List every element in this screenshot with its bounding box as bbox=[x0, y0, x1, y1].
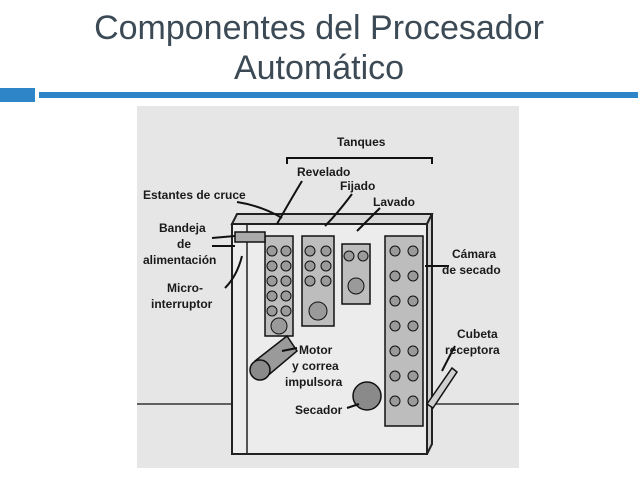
label-motor-2: y correa bbox=[292, 359, 339, 373]
accent-block bbox=[0, 88, 35, 102]
label-camara-2: de secado bbox=[442, 263, 501, 277]
dryer bbox=[352, 381, 382, 411]
label-camara-1: Cámara bbox=[452, 247, 496, 261]
accent-gap bbox=[35, 88, 39, 102]
label-estantes: Estantes de cruce bbox=[143, 188, 246, 202]
label-bandeja-3: alimentación bbox=[143, 253, 216, 267]
processor-illustration: Tanques Revelado Fijado Lavado Estantes … bbox=[137, 135, 519, 455]
label-fijado: Fijado bbox=[340, 179, 375, 193]
label-bandeja-2: de bbox=[177, 237, 191, 251]
rollers bbox=[266, 245, 419, 407]
label-cubeta-2: receptora bbox=[445, 343, 500, 357]
title-line-1: Componentes del Procesador bbox=[94, 9, 544, 47]
label-micro-2: interruptor bbox=[151, 297, 213, 311]
slide-title: Componentes del Procesador Automático bbox=[0, 8, 638, 88]
label-bandeja-1: Bandeja bbox=[159, 221, 206, 235]
label-lavado: Lavado bbox=[373, 195, 415, 209]
title-line-2: Automático bbox=[233, 49, 405, 87]
label-motor-1: Motor bbox=[299, 343, 333, 357]
label-micro-1: Micro- bbox=[167, 281, 203, 295]
processor-diagram: Tanques Revelado Fijado Lavado Estantes … bbox=[137, 106, 519, 468]
label-arrows bbox=[211, 180, 456, 409]
receiving-bin bbox=[425, 366, 459, 410]
feed-tray bbox=[234, 231, 266, 243]
tanques-bracket bbox=[286, 157, 433, 164]
label-revelado: Revelado bbox=[297, 165, 350, 179]
label-motor-3: impulsora bbox=[285, 375, 343, 389]
motor bbox=[249, 334, 298, 381]
drying-chamber bbox=[384, 235, 424, 427]
label-tanques: Tanques bbox=[337, 135, 386, 149]
label-cubeta-1: Cubeta bbox=[457, 327, 498, 341]
accent-line bbox=[39, 92, 638, 98]
label-secador: Secador bbox=[295, 403, 343, 417]
diagram-labels: Tanques Revelado Fijado Lavado Estantes … bbox=[143, 135, 501, 417]
